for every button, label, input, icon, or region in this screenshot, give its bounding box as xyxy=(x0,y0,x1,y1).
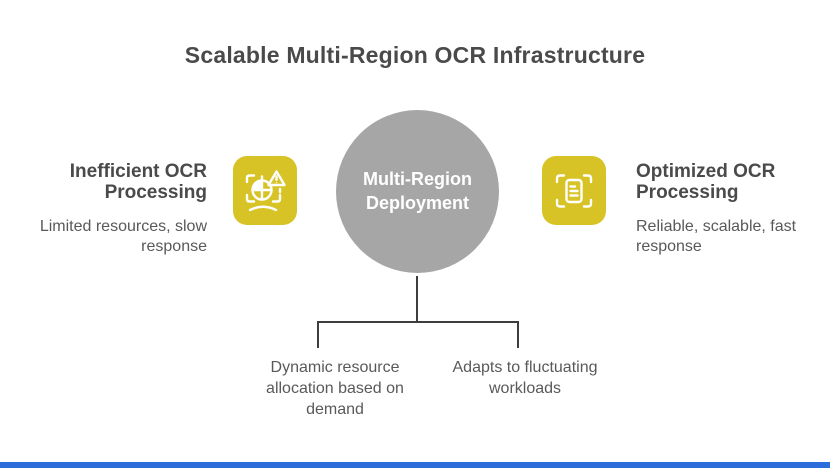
center-node-label: Multi-Region Deployment xyxy=(363,169,472,213)
footer-accent-bar xyxy=(0,462,830,468)
document-scan-icon xyxy=(542,156,606,225)
center-node: Multi-Region Deployment xyxy=(336,110,499,273)
connector-right-drop-line xyxy=(517,321,519,348)
right-solution-block: Optimized OCR Processing Reliable, scala… xyxy=(636,161,814,257)
page-title: Scalable Multi-Region OCR Infrastructure xyxy=(184,42,646,68)
right-heading: Optimized OCR Processing xyxy=(636,161,776,204)
branch-label-right: Adapts to fluctuating workloads xyxy=(452,359,598,397)
left-heading: Inefficient OCR Processing xyxy=(69,161,207,204)
branch-label-left: Dynamic resource allocation based on dem… xyxy=(266,359,404,418)
left-subtitle: Limited resources, slow response xyxy=(39,217,207,255)
connector-stem-line xyxy=(416,276,418,322)
right-subtitle: Reliable, scalable, fast response xyxy=(636,217,797,255)
ocr-error-warning-icon xyxy=(233,156,297,225)
left-problem-block: Inefficient OCR Processing Limited resou… xyxy=(32,161,207,257)
connector-horizontal-line xyxy=(317,321,519,323)
connector-left-drop-line xyxy=(317,321,319,348)
